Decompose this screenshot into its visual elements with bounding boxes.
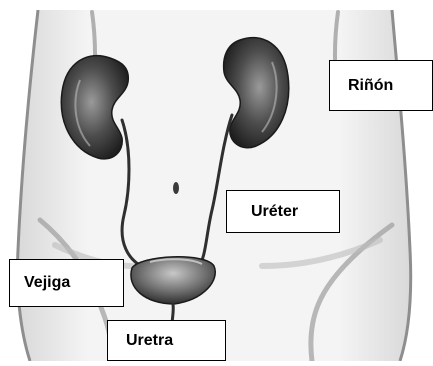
label-urethra-text: Uretra <box>126 332 173 350</box>
label-bladder-text: Vejiga <box>24 274 70 292</box>
label-kidney-text: Riñón <box>348 77 393 95</box>
label-ureter: Uréter <box>226 190 340 233</box>
label-bladder: Vejiga <box>9 259 124 307</box>
label-kidney: Riñón <box>329 60 433 111</box>
label-ureter-text: Uréter <box>251 203 298 221</box>
label-urethra: Uretra <box>107 320 226 361</box>
navel <box>173 182 179 194</box>
